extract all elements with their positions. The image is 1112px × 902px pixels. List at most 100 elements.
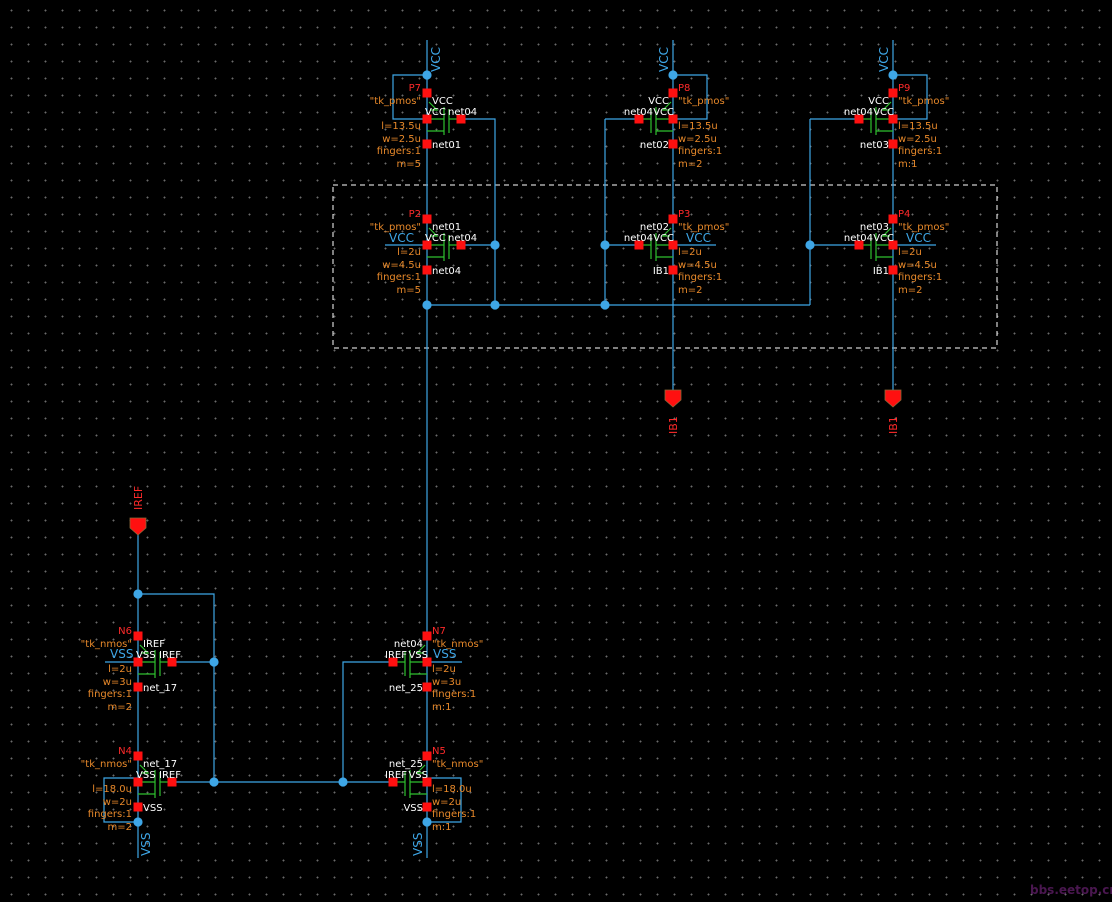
model-name: "tk_pmos" xyxy=(370,96,421,107)
pin-square[interactable] xyxy=(888,88,898,98)
terminal-label: net02 xyxy=(640,140,669,151)
pin-square[interactable] xyxy=(422,682,432,692)
param-l: l=2u xyxy=(432,664,456,675)
pin-square[interactable] xyxy=(133,777,143,787)
terminal-label: VSS xyxy=(136,770,156,781)
input-pin-icon[interactable] xyxy=(884,389,902,408)
pin-square[interactable] xyxy=(888,240,898,250)
instance-name: P4 xyxy=(898,209,910,220)
pin-square[interactable] xyxy=(456,114,466,124)
pin-square[interactable] xyxy=(422,214,432,224)
instance-name: P3 xyxy=(678,209,690,220)
param-w: w=4.5u xyxy=(898,260,937,271)
transistor-p2[interactable] xyxy=(427,227,461,261)
wire[interactable] xyxy=(893,74,928,120)
pin-square[interactable] xyxy=(668,88,678,98)
pin-square[interactable] xyxy=(888,114,898,124)
pin-square[interactable] xyxy=(888,265,898,275)
terminal-label: net02 xyxy=(640,222,669,233)
pin-square[interactable] xyxy=(888,139,898,149)
instance-name: P8 xyxy=(678,83,690,94)
pin-label-iref: IREF xyxy=(132,486,145,510)
pin-square[interactable] xyxy=(133,631,143,641)
pin-square[interactable] xyxy=(668,240,678,250)
terminal-label: IREF xyxy=(385,770,407,781)
pin-square[interactable] xyxy=(422,631,432,641)
terminal-label: VSS xyxy=(143,803,163,814)
wire[interactable] xyxy=(342,661,392,782)
input-pin-icon[interactable] xyxy=(129,517,147,536)
param-fingers: fingers:1 xyxy=(88,809,132,820)
pin-square[interactable] xyxy=(167,657,177,667)
pin-square[interactable] xyxy=(388,657,398,667)
terminal-label: IREF xyxy=(143,639,165,650)
param-w: w=4.5u xyxy=(382,260,421,271)
junction-dot xyxy=(133,589,143,599)
net-label-vcc: VCC xyxy=(389,231,414,245)
terminal-label: VCC xyxy=(653,107,674,118)
junction-dot xyxy=(888,70,898,80)
pin-square[interactable] xyxy=(422,777,432,787)
model-name: "tk_pmos" xyxy=(898,96,949,107)
param-l: l=13.5u xyxy=(678,121,718,132)
pin-square[interactable] xyxy=(133,682,143,692)
pin-square[interactable] xyxy=(422,802,432,812)
transistor-p7[interactable] xyxy=(427,101,461,135)
pin-square[interactable] xyxy=(456,240,466,250)
pin-square[interactable] xyxy=(668,265,678,275)
pin-square[interactable] xyxy=(634,114,644,124)
pin-square[interactable] xyxy=(888,214,898,224)
param-fingers: fingers:1 xyxy=(432,689,476,700)
junction-dot xyxy=(338,777,348,787)
watermark: bbs.eetop.cn xyxy=(1030,883,1112,897)
param-m: m:1 xyxy=(432,822,451,833)
junction-dot xyxy=(490,300,500,310)
pin-square[interactable] xyxy=(854,240,864,250)
pin-square[interactable] xyxy=(668,114,678,124)
param-l: l=2u xyxy=(678,247,702,258)
pin-square[interactable] xyxy=(167,777,177,787)
pin-square[interactable] xyxy=(133,751,143,761)
net-label-vcc: VCC xyxy=(877,47,891,72)
param-m: m=2 xyxy=(898,285,922,296)
pin-square[interactable] xyxy=(422,88,432,98)
pin-square[interactable] xyxy=(422,139,432,149)
pin-square[interactable] xyxy=(668,139,678,149)
terminal-label: IREF xyxy=(385,650,407,661)
pin-square[interactable] xyxy=(422,751,432,761)
pin-square[interactable] xyxy=(422,114,432,124)
pin-square[interactable] xyxy=(133,657,143,667)
pin-square[interactable] xyxy=(388,777,398,787)
wire[interactable] xyxy=(673,74,708,120)
terminal-label: VCC xyxy=(873,233,894,244)
net-label-vss: VSS xyxy=(411,833,425,856)
instance-name: N6 xyxy=(118,626,132,637)
terminal-label: net04 xyxy=(624,233,653,244)
pin-square[interactable] xyxy=(422,657,432,667)
junction-dot xyxy=(600,300,610,310)
wire[interactable] xyxy=(138,593,215,782)
terminal-label: net04 xyxy=(394,639,423,650)
transistor-n7[interactable] xyxy=(393,644,427,678)
pin-square[interactable] xyxy=(422,265,432,275)
pin-square[interactable] xyxy=(668,214,678,224)
wire[interactable] xyxy=(461,118,496,305)
input-pin-icon[interactable] xyxy=(664,389,682,408)
terminal-label: IB1 xyxy=(653,266,669,277)
wire[interactable] xyxy=(103,777,138,823)
pin-square[interactable] xyxy=(634,240,644,250)
instance-name: N4 xyxy=(118,746,132,757)
arrow-icon xyxy=(661,101,672,111)
pin-square[interactable] xyxy=(854,114,864,124)
model-name: "tk_nmos" xyxy=(432,759,483,770)
transistor-p8[interactable] xyxy=(639,101,673,135)
wire[interactable] xyxy=(427,777,462,823)
model-name: "tk_nmos" xyxy=(432,639,483,650)
terminal-label: net_17 xyxy=(143,759,177,770)
wire[interactable] xyxy=(392,74,427,120)
param-m: m=2 xyxy=(108,702,132,713)
pin-square[interactable] xyxy=(133,802,143,812)
pin-square[interactable] xyxy=(422,240,432,250)
